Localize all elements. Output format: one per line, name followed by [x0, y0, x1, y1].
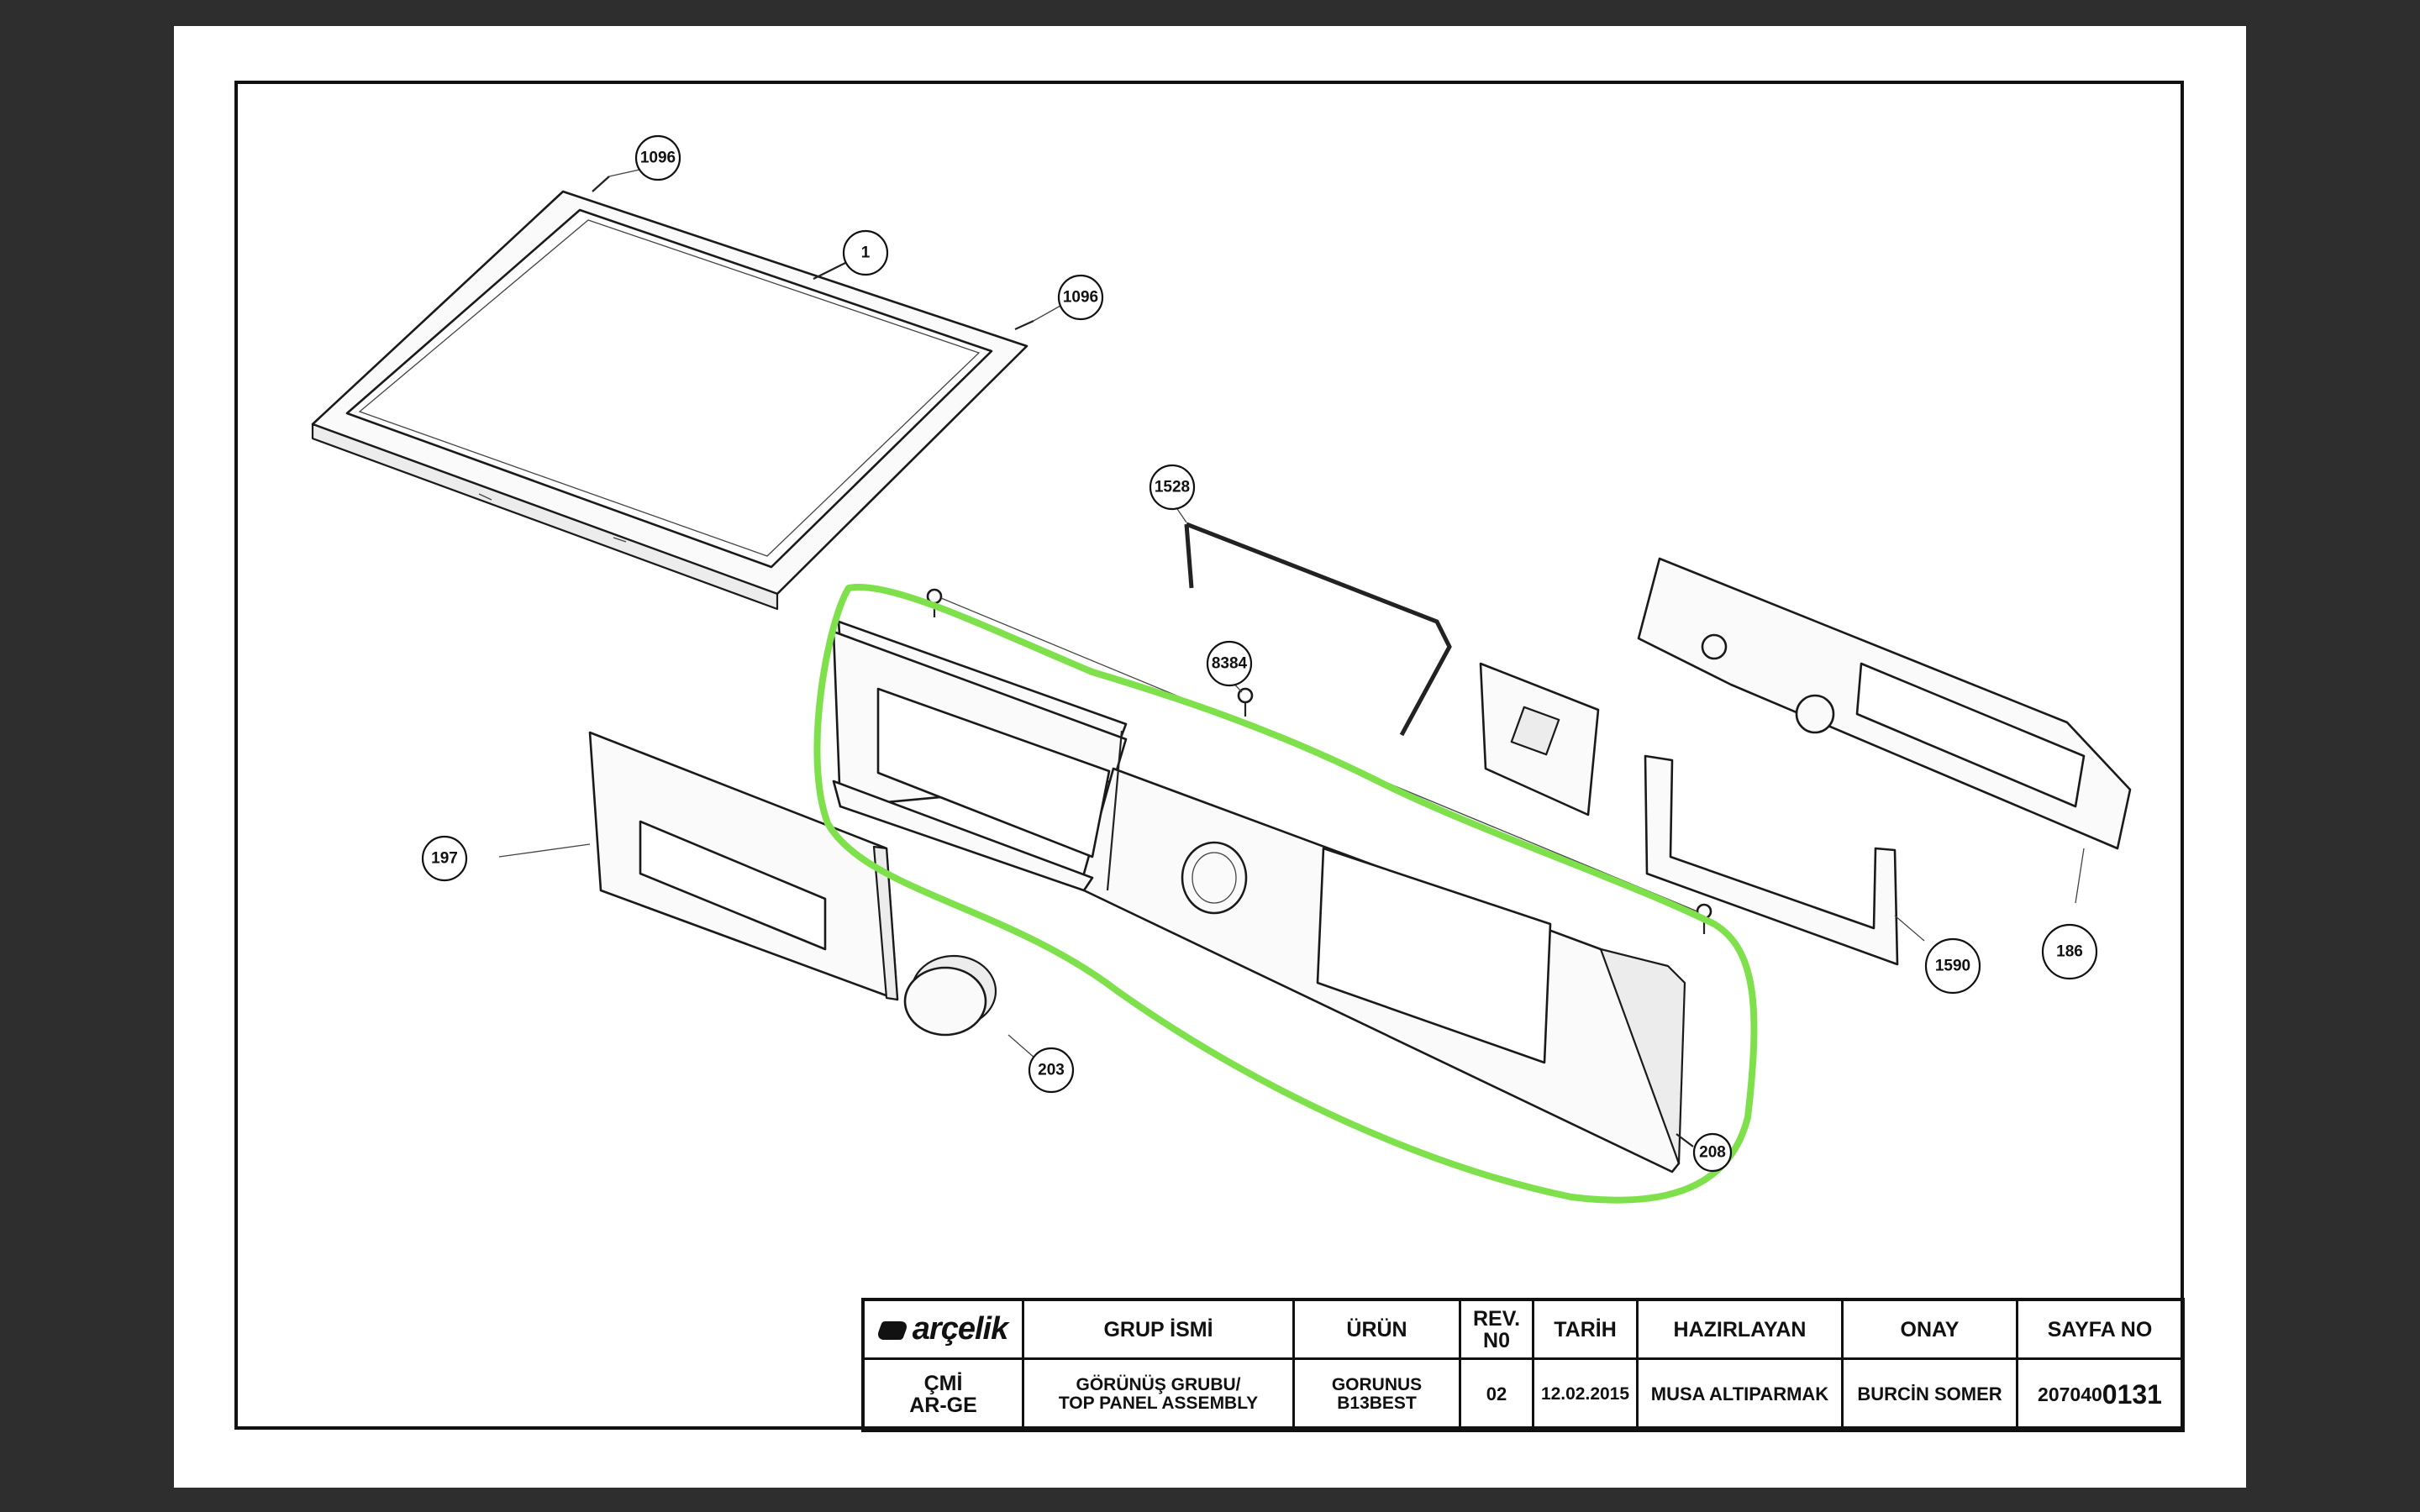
callout-1590: 1590	[1924, 937, 1981, 995]
group-name-value: GÖRÜNÜŞ GRUBU/TOP PANEL ASSEMBLY	[1024, 1360, 1295, 1429]
part-186-control-board	[1637, 557, 2132, 904]
callout-1096-a: 1096	[634, 134, 681, 181]
callout-8384: 8384	[1206, 640, 1253, 687]
header-approval: ONAY	[1844, 1301, 2018, 1360]
callout-1590-label: 1590	[1935, 958, 1970, 975]
sheet-no-prefix: 207040	[2038, 1383, 2102, 1405]
callout-1096-b: 1096	[1057, 274, 1104, 321]
header-rev-line2: N0	[1483, 1328, 1510, 1352]
callout-1096-a-label: 1096	[640, 150, 676, 167]
header-prepared-by: HAZIRLAYAN	[1639, 1301, 1844, 1360]
header-product: ÜRÜN	[1295, 1301, 1461, 1360]
callout-197-label: 197	[431, 850, 458, 868]
prepared-by-value: MUSA ALTIPARMAK	[1639, 1360, 1844, 1429]
callout-208: 208	[1676, 1132, 1733, 1173]
header-date: TARİH	[1534, 1301, 1639, 1360]
product-line2: B13BEST	[1337, 1394, 1417, 1413]
logo-text: arçelik	[912, 1311, 1008, 1347]
date-value: 12.02.2015	[1534, 1360, 1639, 1429]
callout-1528: 1528	[1149, 464, 1196, 511]
callout-1528-label: 1528	[1155, 479, 1190, 496]
approval-value: BURCİN SOMER	[1844, 1360, 2018, 1429]
dept-line2: AR-GE	[909, 1394, 977, 1417]
header-rev: REV.N0	[1461, 1301, 1534, 1360]
part-203-knob	[903, 954, 1036, 1059]
callout-1: 1	[813, 229, 889, 280]
group-line1: GÖRÜNÜŞ GRUBU/	[1076, 1375, 1241, 1394]
callout-186-label: 186	[2056, 943, 2083, 961]
callout-197: 197	[421, 835, 468, 882]
part-connector-block	[1479, 662, 1600, 816]
header-group-name: GRUP İSMİ	[1024, 1301, 1295, 1360]
product-line1: GORUNUS	[1331, 1375, 1423, 1394]
dept-line1: ÇMİ	[923, 1372, 963, 1395]
callout-186: 186	[2041, 923, 2098, 980]
part-197-drawer-front	[498, 731, 899, 1001]
group-line2: TOP PANEL ASSEMBLY	[1058, 1394, 1259, 1413]
title-block: arçelik GRUP İSMİ ÜRÜN REV.N0 TARİH HAZI…	[861, 1298, 2185, 1432]
header-rev-line1: REV.	[1472, 1306, 1521, 1331]
logo-cell: arçelik	[865, 1301, 1024, 1360]
arcelik-logo: arçelik	[875, 1311, 1008, 1347]
part-1-top-lid	[311, 190, 1028, 611]
drawing-frame	[234, 81, 2184, 1430]
screw-1096-a	[592, 167, 648, 192]
callout-1096-b-label: 1096	[1063, 289, 1098, 307]
sheet-no-suffix: 0131	[2102, 1378, 2162, 1410]
part-1528-bracket	[1173, 503, 1452, 737]
callout-8384-label: 8384	[1212, 655, 1248, 673]
callout-203: 203	[1028, 1047, 1075, 1094]
screw-1096-b	[1014, 305, 1061, 331]
logo-mark-icon	[875, 1320, 909, 1340]
callout-203-label: 203	[1038, 1062, 1065, 1079]
part-208-control-panel	[832, 620, 1686, 1173]
callout-208-label: 208	[1699, 1144, 1726, 1162]
callout-1-label: 1	[861, 244, 871, 262]
part-1590-support	[1644, 754, 1925, 966]
header-sheet-no: SAYFA NO	[2018, 1301, 2181, 1360]
rev-value: 02	[1461, 1360, 1534, 1429]
highlight-outline	[813, 583, 1758, 1204]
